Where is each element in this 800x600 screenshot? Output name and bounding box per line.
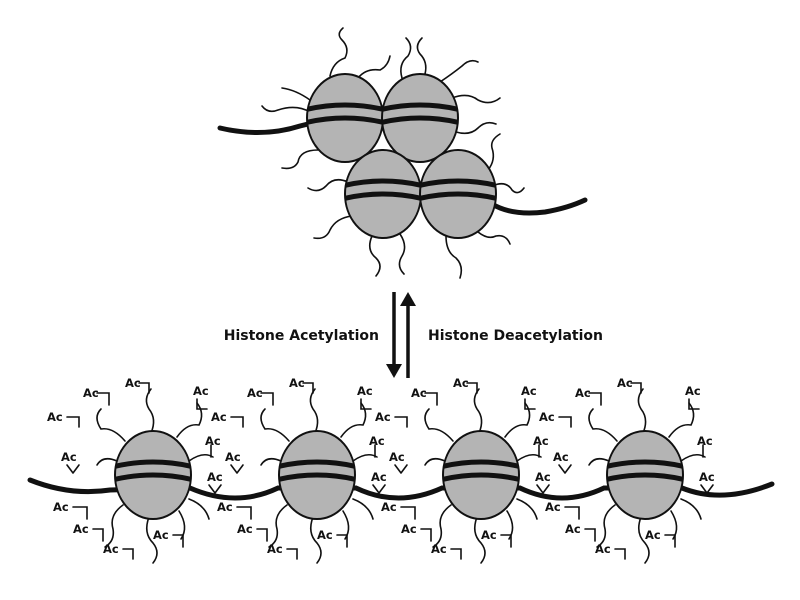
acetyl-label: Ac <box>153 528 169 542</box>
acetyl-label: Ac <box>389 450 405 464</box>
acetyl-label: Ac <box>481 528 497 542</box>
acetyl-label: Ac <box>575 386 591 400</box>
acetyl-label: Ac <box>371 470 387 484</box>
acetyl-label: Ac <box>535 470 551 484</box>
nucleosome-condensed-4 <box>419 149 497 239</box>
acetyl-label: Ac <box>47 410 63 424</box>
nucleosome-condensed-3 <box>344 149 422 239</box>
dna-strand-upper-left <box>217 120 315 135</box>
acetyl-label: Ac <box>431 542 447 556</box>
acetyl-label: Ac <box>267 542 283 556</box>
acetyl-label: Ac <box>553 450 569 464</box>
acetyl-label: Ac <box>73 522 89 536</box>
acetyl-label: Ac <box>533 434 549 448</box>
dna-strand-open <box>27 477 775 501</box>
acetyl-label: Ac <box>205 434 221 448</box>
acetyl-label: Ac <box>539 410 555 424</box>
acetyl-label: Ac <box>83 386 99 400</box>
acetyl-label: Ac <box>545 500 561 514</box>
acetyl-label: Ac <box>645 528 661 542</box>
acetyl-label: Ac <box>453 376 469 390</box>
acetyl-label: Ac <box>207 470 223 484</box>
acetyl-label: Ac <box>565 522 581 536</box>
acetyl-label: Ac <box>237 522 253 536</box>
acetyl-label: Ac <box>375 410 391 424</box>
acetyl-label: Ac <box>521 384 537 398</box>
label-histone-deacetylation: Histone Deacetylation <box>428 328 603 344</box>
acetyl-label: Ac <box>617 376 633 390</box>
acetyl-label: Ac <box>369 434 385 448</box>
acetyl-label: Ac <box>289 376 305 390</box>
condensed-chromatin <box>217 27 588 279</box>
equilibrium-arrows <box>386 292 416 378</box>
acetyl-label: Ac <box>357 384 373 398</box>
acetyl-label: Ac <box>699 470 715 484</box>
histone-tails-condensed <box>261 27 525 279</box>
acetyl-label: Ac <box>225 450 241 464</box>
acetyl-label: Ac <box>685 384 701 398</box>
acetyl-label: Ac <box>697 434 713 448</box>
acetyl-label: Ac <box>595 542 611 556</box>
acetyl-label: Ac <box>193 384 209 398</box>
acetyl-label: Ac <box>401 522 417 536</box>
acetyl-label: Ac <box>411 386 427 400</box>
acetyl-label: Ac <box>103 542 119 556</box>
acetyl-label: Ac <box>211 410 227 424</box>
acetyl-label: Ac <box>217 500 233 514</box>
acetyl-label: Ac <box>53 500 69 514</box>
open-chromatin: AcAcAcAcAcAcAcAcAcAcAcAcAcAcAcAcAcAcAcAc… <box>27 376 775 564</box>
acetyl-label: Ac <box>61 450 77 464</box>
nucleosome-condensed-1 <box>306 73 384 163</box>
dna-strand-lower-right <box>489 197 588 216</box>
acetyl-label: Ac <box>247 386 263 400</box>
label-histone-acetylation: Histone Acetylation <box>224 328 379 344</box>
nucleosome-condensed-2 <box>381 73 459 163</box>
acetyl-label: Ac <box>381 500 397 514</box>
acetyl-label: Ac <box>317 528 333 542</box>
acetyl-label: Ac <box>125 376 141 390</box>
